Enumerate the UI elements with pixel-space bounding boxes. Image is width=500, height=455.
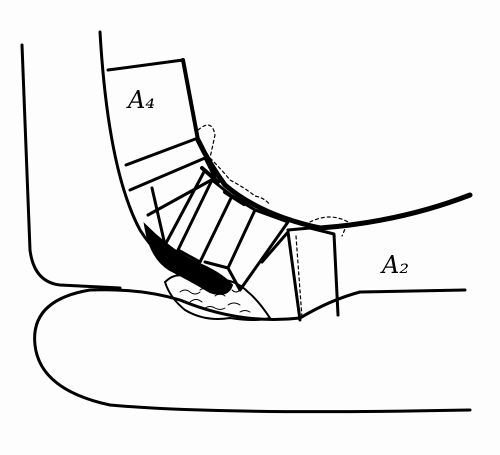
sheath-upper-curve — [198, 140, 470, 228]
tendon-insertion-black — [145, 225, 232, 294]
cruciate-band-4 — [205, 196, 255, 268]
bone-outline — [35, 290, 470, 412]
a4-pulley-thick-edge — [183, 60, 198, 140]
label-a4-pulley: A₄ — [128, 88, 155, 112]
cruciate-band-6 — [262, 232, 300, 320]
label-a2-pulley: A₂ — [382, 253, 409, 277]
